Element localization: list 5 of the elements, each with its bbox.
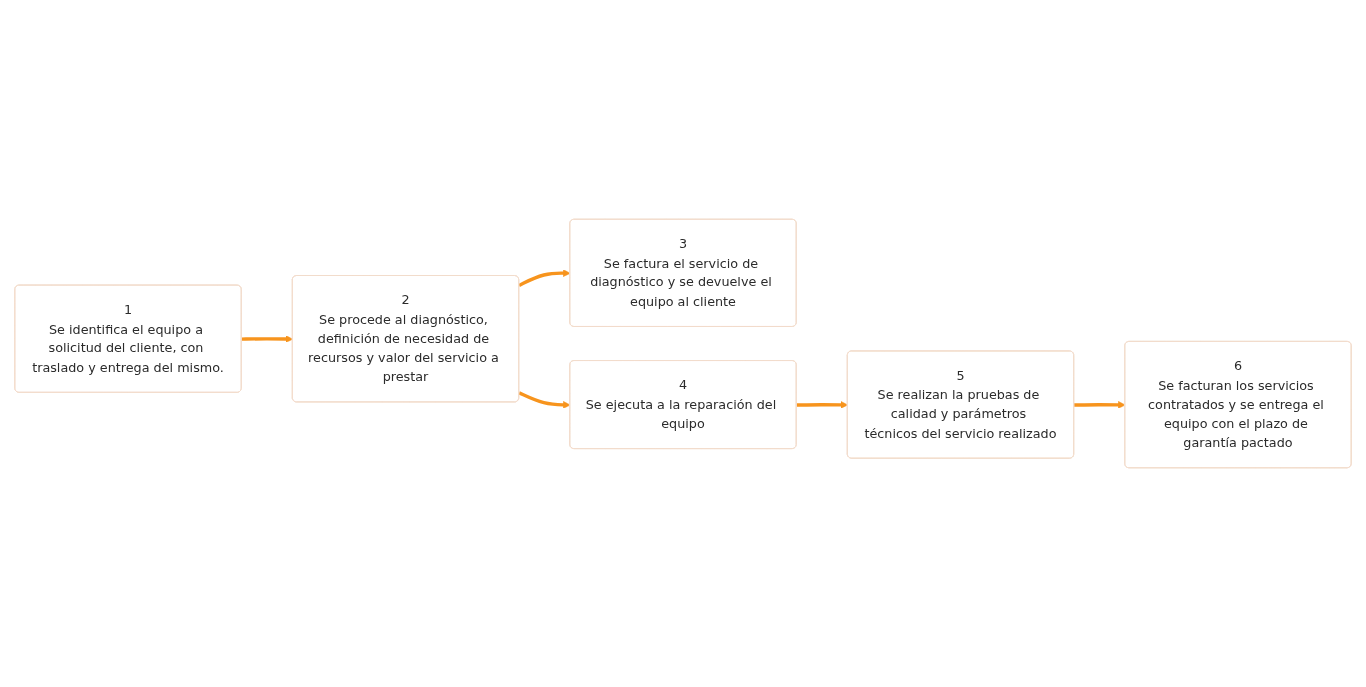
arrow <box>518 391 571 409</box>
arrow <box>796 401 849 409</box>
arrow <box>1074 401 1126 409</box>
arrow <box>518 269 571 287</box>
arrow <box>241 335 294 343</box>
